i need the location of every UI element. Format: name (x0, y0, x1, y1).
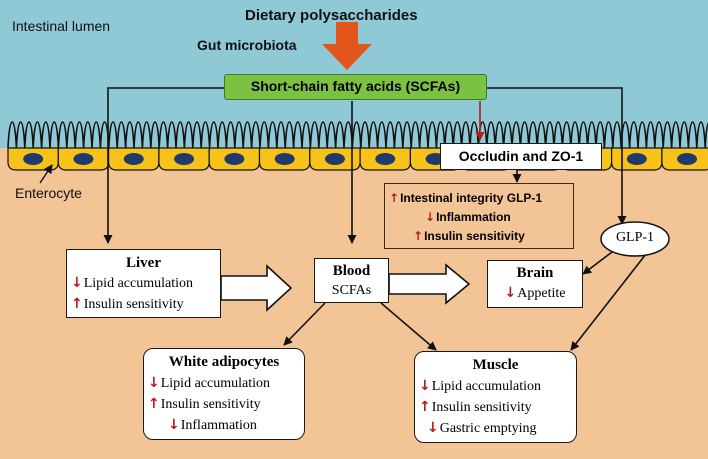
up-arrow-icon: ↑ (148, 396, 160, 412)
nucleus (274, 153, 295, 165)
enterocyte-row (7, 147, 708, 171)
nucleus (626, 153, 647, 165)
down-arrow-icon: ↓ (504, 285, 517, 301)
microvilli (7, 121, 708, 149)
glp1-label: GLP-1 (615, 230, 655, 245)
enterocyte-pointer (39, 164, 53, 184)
blood-title: Blood (332, 263, 371, 279)
liver-line: ↑Insulin sensitivity (71, 296, 184, 312)
brain-title: Brain (516, 265, 554, 281)
down-arrow-icon: ↓ (425, 210, 436, 224)
brain-line: ↓Appetite (504, 285, 566, 301)
down-arrow-icon: ↓ (148, 375, 160, 391)
up-arrow-icon: ↑ (413, 229, 424, 243)
nucleus (73, 153, 94, 165)
scfa-box: Short-chain fatty acids (SCFAs) (224, 74, 487, 100)
integrity-line: ↑Intestinal integrity GLP-1 (389, 191, 543, 205)
arrow-glp1-to-muscle (570, 253, 647, 351)
nucleus (375, 153, 396, 165)
integrity-line: ↓Inflammation (425, 210, 511, 224)
down-arrow-icon: ↓ (71, 275, 83, 291)
brain-box: Brain ↓Appetite (487, 260, 583, 308)
nucleus (677, 153, 698, 165)
gut-microbiota-label: Gut microbiota (197, 37, 297, 53)
liver-title: Liver (126, 255, 161, 271)
occludin-zo1-box: Occludin and ZO-1 (440, 143, 602, 170)
adipocytes-line: ↓Lipid accumulation (148, 375, 270, 391)
block-arrow-blood-to-brain (388, 263, 471, 305)
liver-box: Liver ↓Lipid accumulation ↑Insulin sensi… (66, 249, 221, 318)
adipocytes-line: ↓Inflammation (168, 417, 257, 433)
arrow-scfa-to-liver (103, 87, 224, 244)
liver-line: ↓Lipid accumulation (71, 275, 193, 291)
arrow-blood-to-adipocytes (283, 302, 326, 346)
integrity-line: ↑Insulin sensitivity (413, 229, 525, 243)
enterocyte-label: Enterocyte (15, 185, 82, 201)
nucleus (324, 153, 345, 165)
down-arrow-icon: ↓ (168, 417, 180, 433)
blood-subtitle: SCFAs (331, 283, 372, 298)
muscle-title: Muscle (472, 357, 519, 373)
down-arrow-icon: ↓ (427, 420, 439, 436)
adipocytes-line: ↑Insulin sensitivity (148, 396, 261, 412)
white-adipocytes-box: White adipocytes ↓Lipid accumulation ↑In… (143, 348, 305, 440)
nucleus (23, 153, 44, 165)
block-arrow-liver-to-blood (220, 264, 293, 312)
down-arrow-icon: ↓ (419, 378, 431, 394)
nucleus (123, 153, 144, 165)
glp1-ellipse (600, 221, 670, 257)
white-adipocytes-title: White adipocytes (168, 354, 280, 370)
input-arrow (322, 22, 372, 70)
arrow-glp1-to-brain (582, 251, 613, 275)
muscle-line: ↑Insulin sensitivity (419, 399, 532, 415)
intestinal-lumen-label: Intestinal lumen (12, 18, 111, 34)
muscle-box: Muscle ↓Lipid accumulation ↑Insulin sens… (414, 351, 577, 443)
up-arrow-icon: ↑ (71, 296, 83, 312)
integrity-box: ↑Intestinal integrity GLP-1 ↓Inflammatio… (384, 183, 574, 249)
blood-box: Blood SCFAs (314, 258, 389, 303)
up-arrow-icon: ↑ (389, 191, 400, 205)
muscle-line: ↓Gastric emptying (427, 420, 537, 436)
arrow-scfa-to-glp1 (487, 87, 627, 225)
muscle-line: ↓Lipid accumulation (419, 378, 541, 394)
dietary-polysaccharides-label: Dietary polysaccharides (245, 7, 418, 24)
nucleus (224, 153, 245, 165)
up-arrow-icon: ↑ (419, 399, 431, 415)
nucleus (174, 153, 195, 165)
arrow-blood-to-muscle (380, 302, 437, 351)
